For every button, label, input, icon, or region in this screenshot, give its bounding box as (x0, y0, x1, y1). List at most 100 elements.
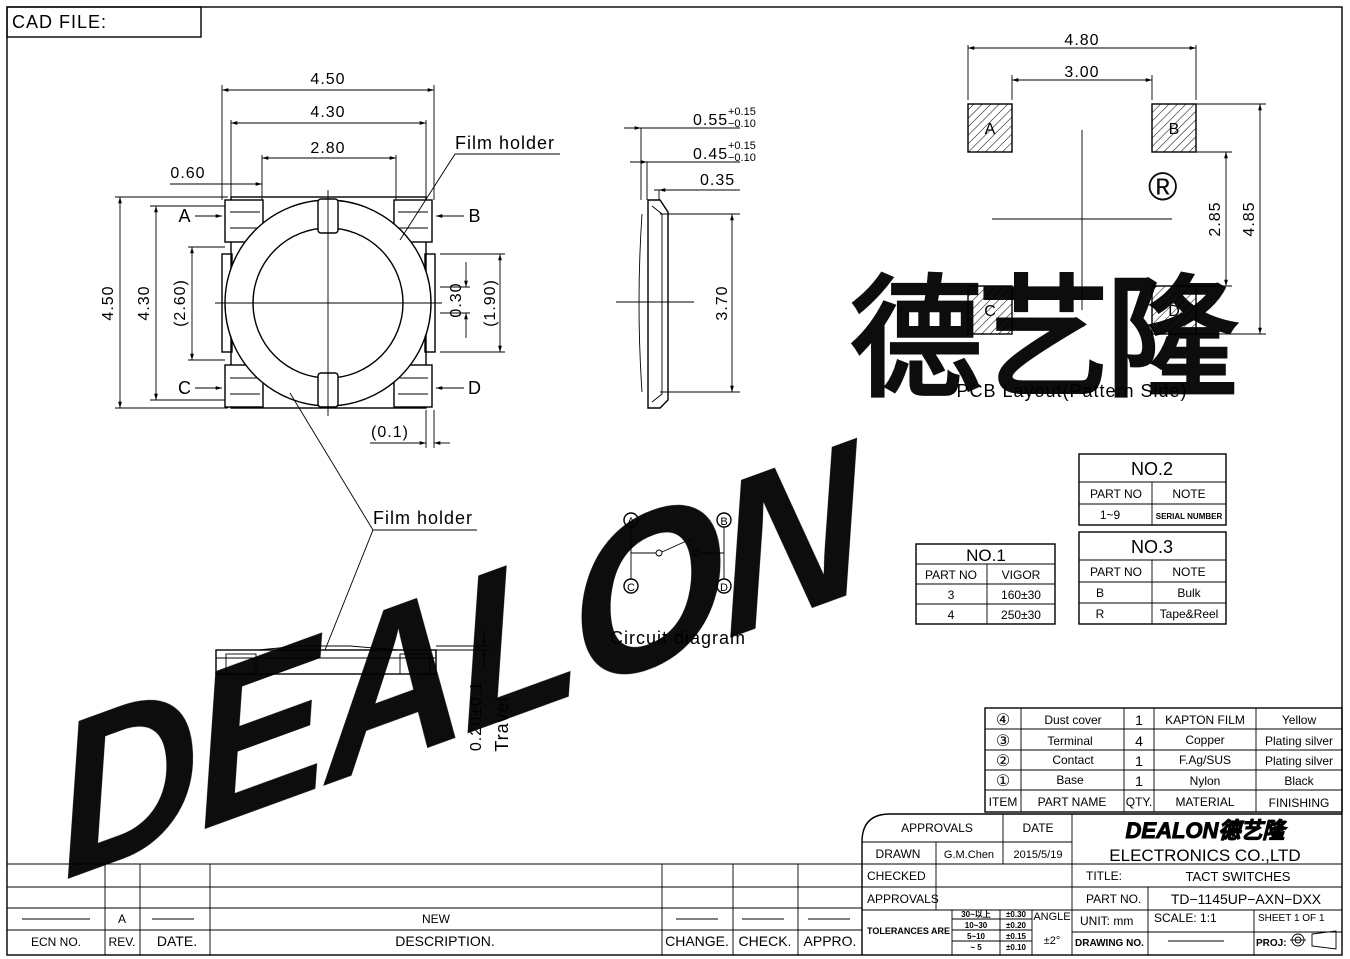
dim-4-30-left: 4.30 (136, 285, 153, 320)
rev-h-desc: DESCRIPTION. (395, 933, 495, 949)
dim-0-55-tol-dn: −0.10 (728, 118, 756, 130)
dim-3-70: 3.70 (714, 285, 731, 320)
tb-tol-val-4: ±0.10 (1006, 943, 1027, 952)
dim-0-55: 0.55 (693, 112, 728, 129)
table-no1-r1c2: 160±30 (1001, 588, 1041, 602)
dim-0-45-tol-dn: −0.10 (728, 152, 756, 164)
table-no1-h2: VIGOR (1002, 568, 1041, 582)
table-no3-h1: PART NO (1090, 565, 1142, 579)
bom-row4-finish: Black (1284, 774, 1314, 788)
dim-1-90-right: (1.90) (482, 279, 499, 327)
tb-tol-range-4: ~ 5 (970, 943, 982, 952)
table-no3-r1c1: B (1096, 586, 1104, 600)
travel-label: Travel (492, 696, 512, 751)
dim-4-85: 4.85 (1241, 201, 1258, 236)
circuit-node-c: C (627, 582, 635, 594)
tb-drawn-by: G.M.Chen (944, 849, 994, 861)
bom-row1-finish: Yellow (1282, 713, 1317, 727)
bom-row4-item: ① (996, 773, 1010, 790)
dim-3-00: 3.00 (1064, 64, 1099, 81)
pcb-pad-a-label: A (985, 121, 996, 138)
bom-header-finish: FINISHING (1269, 796, 1330, 810)
title-block: APPROVALS DATE DRAWN G.M.Chen 2015/5/19 … (861, 813, 1342, 955)
tb-scale: SCALE: 1:1 (1154, 911, 1217, 925)
bom-row3-material: F.Ag/SUS (1179, 753, 1231, 767)
dim-0-45-tol-up: +0.15 (728, 140, 756, 152)
tb-tol-range-2: 10~30 (965, 921, 988, 930)
dim-0-1-bottom: (0.1) (371, 424, 409, 441)
tb-part-no-val: TD−1145UP−AXN−DXX (1171, 891, 1322, 907)
tb-checked: CHECKED (867, 869, 926, 883)
rev-h-change: CHANGE. (665, 933, 729, 949)
dim-0-30-right: 0.30 (448, 282, 465, 317)
rev-h-check: CHECK. (739, 933, 792, 949)
tb-date: DATE (1022, 821, 1053, 835)
table-no1-title: NO.1 (966, 546, 1006, 565)
rev-h-appro: APPRO. (804, 933, 857, 949)
tb-title-label: TITLE: (1086, 869, 1122, 883)
circuit-diagram: A B C D Circuit diagram (610, 512, 745, 648)
film-holder-label-top: Film holder (455, 133, 555, 153)
bom-header-qty: QTY. (1126, 795, 1152, 809)
table-no1-r2c1: 4 (948, 608, 955, 622)
pcb-pad-d-label: D (1168, 303, 1180, 320)
bom-row3-name: Contact (1052, 753, 1094, 767)
table-no1-r1c1: 3 (948, 588, 955, 602)
bom-row2-name: Terminal (1047, 734, 1092, 748)
bom-row3-qty: 1 (1135, 753, 1143, 769)
tb-company: ELECTRONICS CO.,LTD (1109, 846, 1300, 865)
pin-label-d: D (468, 378, 482, 398)
rev-h-rev: REV. (109, 935, 136, 949)
table-no2-h2: NOTE (1172, 487, 1205, 501)
pcb-layout: 4.80 3.00 A B C D 2.85 4.85 PCB Layout(P… (956, 32, 1266, 401)
pcb-title: PCB Layout(Pattern Side) (956, 381, 1187, 401)
table-no2-h1: PART NO (1090, 487, 1142, 501)
tb-approvals2: APPROVALS (867, 892, 939, 906)
table-no1-r2c2: 250±30 (1001, 608, 1041, 622)
terminal-c (224, 364, 264, 408)
pcb-pad-b (1151, 103, 1197, 153)
pcb-pad-c-label: C (984, 303, 996, 320)
circuit-node-d: D (720, 582, 728, 594)
circuit-node-a: A (627, 516, 635, 528)
bom-row3-item: ② (996, 753, 1010, 770)
tb-drawn: DRAWN (876, 847, 921, 861)
tb-tol-val-2: ±0.20 (1006, 921, 1027, 930)
tb-unit: UNIT: mm (1080, 914, 1133, 928)
cad-file-label: CAD FILE: (12, 12, 107, 32)
side-view: 0.55 +0.15 −0.10 0.45 +0.15 −0.10 0.35 3… (616, 106, 756, 409)
dim-2-60-left: (2.60) (172, 279, 189, 327)
dim-4-50-left: 4.50 (100, 285, 117, 320)
bom-row1-qty: 1 (1135, 712, 1143, 728)
travel-value: 0.20±0.1 (468, 681, 485, 751)
watermark-cjk: 德艺隆 (850, 266, 1240, 413)
tb-tol-val-3: ±0.15 (1006, 932, 1027, 941)
pin-label-c: C (178, 378, 192, 398)
tb-drawing-no: DRAWING NO. (1075, 938, 1144, 949)
table-no1-h1: PART NO (925, 568, 977, 582)
tb-tolerances: TOLERANCES ARE (867, 926, 950, 936)
bom-header-material: MATERIAL (1175, 795, 1234, 809)
dim-0-60: 0.60 (170, 165, 205, 182)
pcb-pad-b-label: B (1169, 121, 1180, 138)
tb-part-no-label: PART NO. (1086, 892, 1141, 906)
bom-table: ④ Dust cover 1 KAPTON FILM Yellow ③ Term… (984, 707, 1343, 813)
bom-header-item: ITEM (989, 795, 1018, 809)
tb-tol-range-3: 5~10 (967, 932, 986, 941)
tb-approvals: APPROVALS (901, 821, 973, 835)
table-no3-r2c2: Tape&Reel (1160, 607, 1219, 621)
circuit-node-b: B (720, 516, 727, 528)
tb-company-logo: DEALON德艺隆 (1126, 818, 1289, 843)
tb-tol-range-1: 30~以上 (961, 909, 991, 919)
bom-row1-item: ④ (996, 712, 1010, 729)
dim-2-85: 2.85 (1207, 201, 1224, 236)
pcb-pad-a (967, 103, 1013, 153)
film-holder-label-bottom: Film holder (373, 508, 473, 528)
rev-h-date: DATE. (157, 933, 197, 949)
bom-row1-material: KAPTON FILM (1165, 713, 1245, 727)
rev-row-desc: NEW (422, 912, 451, 926)
table-no1: NO.1 PART NO VIGOR 3 160±30 4 250±30 (915, 543, 1056, 625)
top-view: 4.50 4.30 2.80 0.60 4.50 4.30 (2.60) 0.3… (100, 71, 560, 651)
tb-proj: PROJ: (1256, 938, 1287, 949)
